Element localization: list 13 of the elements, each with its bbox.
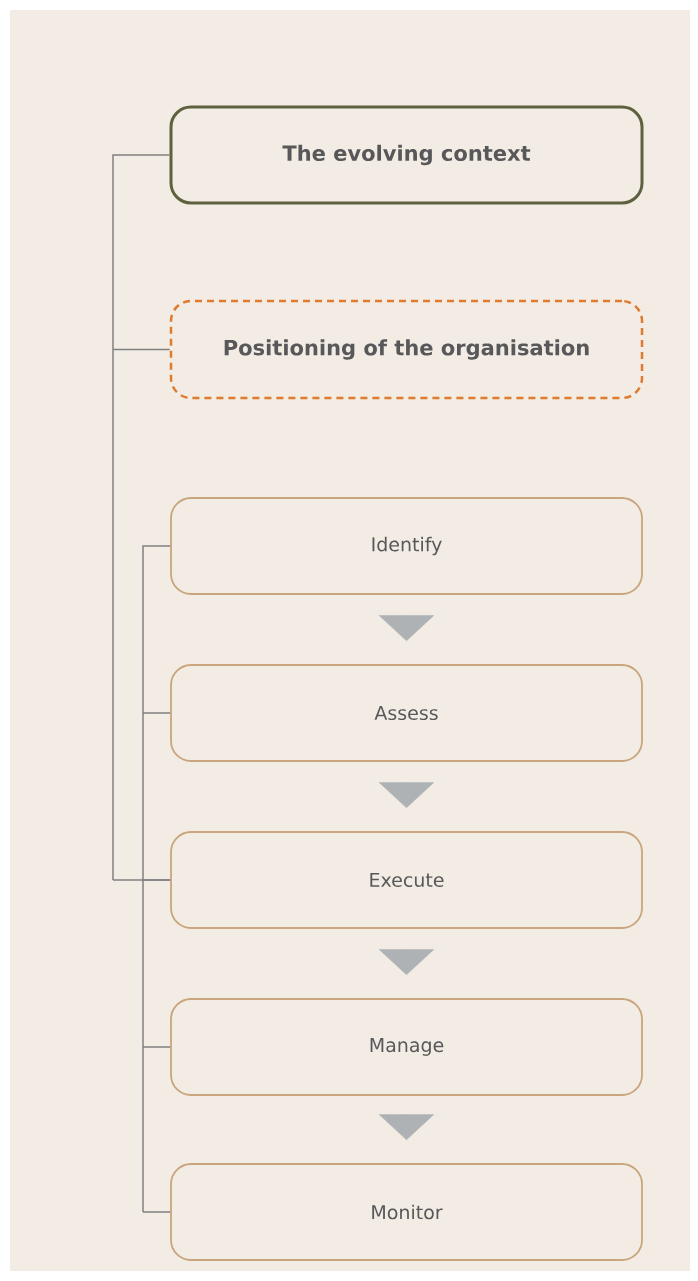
chevron-arrow <box>378 615 435 642</box>
step-box: Manage <box>170 998 643 1096</box>
step-box: Assess <box>170 664 643 762</box>
rounded-box: The evolving context <box>169 105 644 205</box>
step-box: Execute <box>170 831 643 929</box>
chevron-arrow <box>378 949 435 976</box>
bracket-line <box>112 154 171 881</box>
bracket-line <box>142 545 171 1213</box>
step-box: Monitor <box>170 1163 643 1261</box>
chevron-arrow <box>378 1114 435 1141</box>
chevron-arrow <box>378 782 435 809</box>
step-box: Identify <box>170 497 643 595</box>
dashed-box: Positioning of the organisation <box>169 299 644 400</box>
